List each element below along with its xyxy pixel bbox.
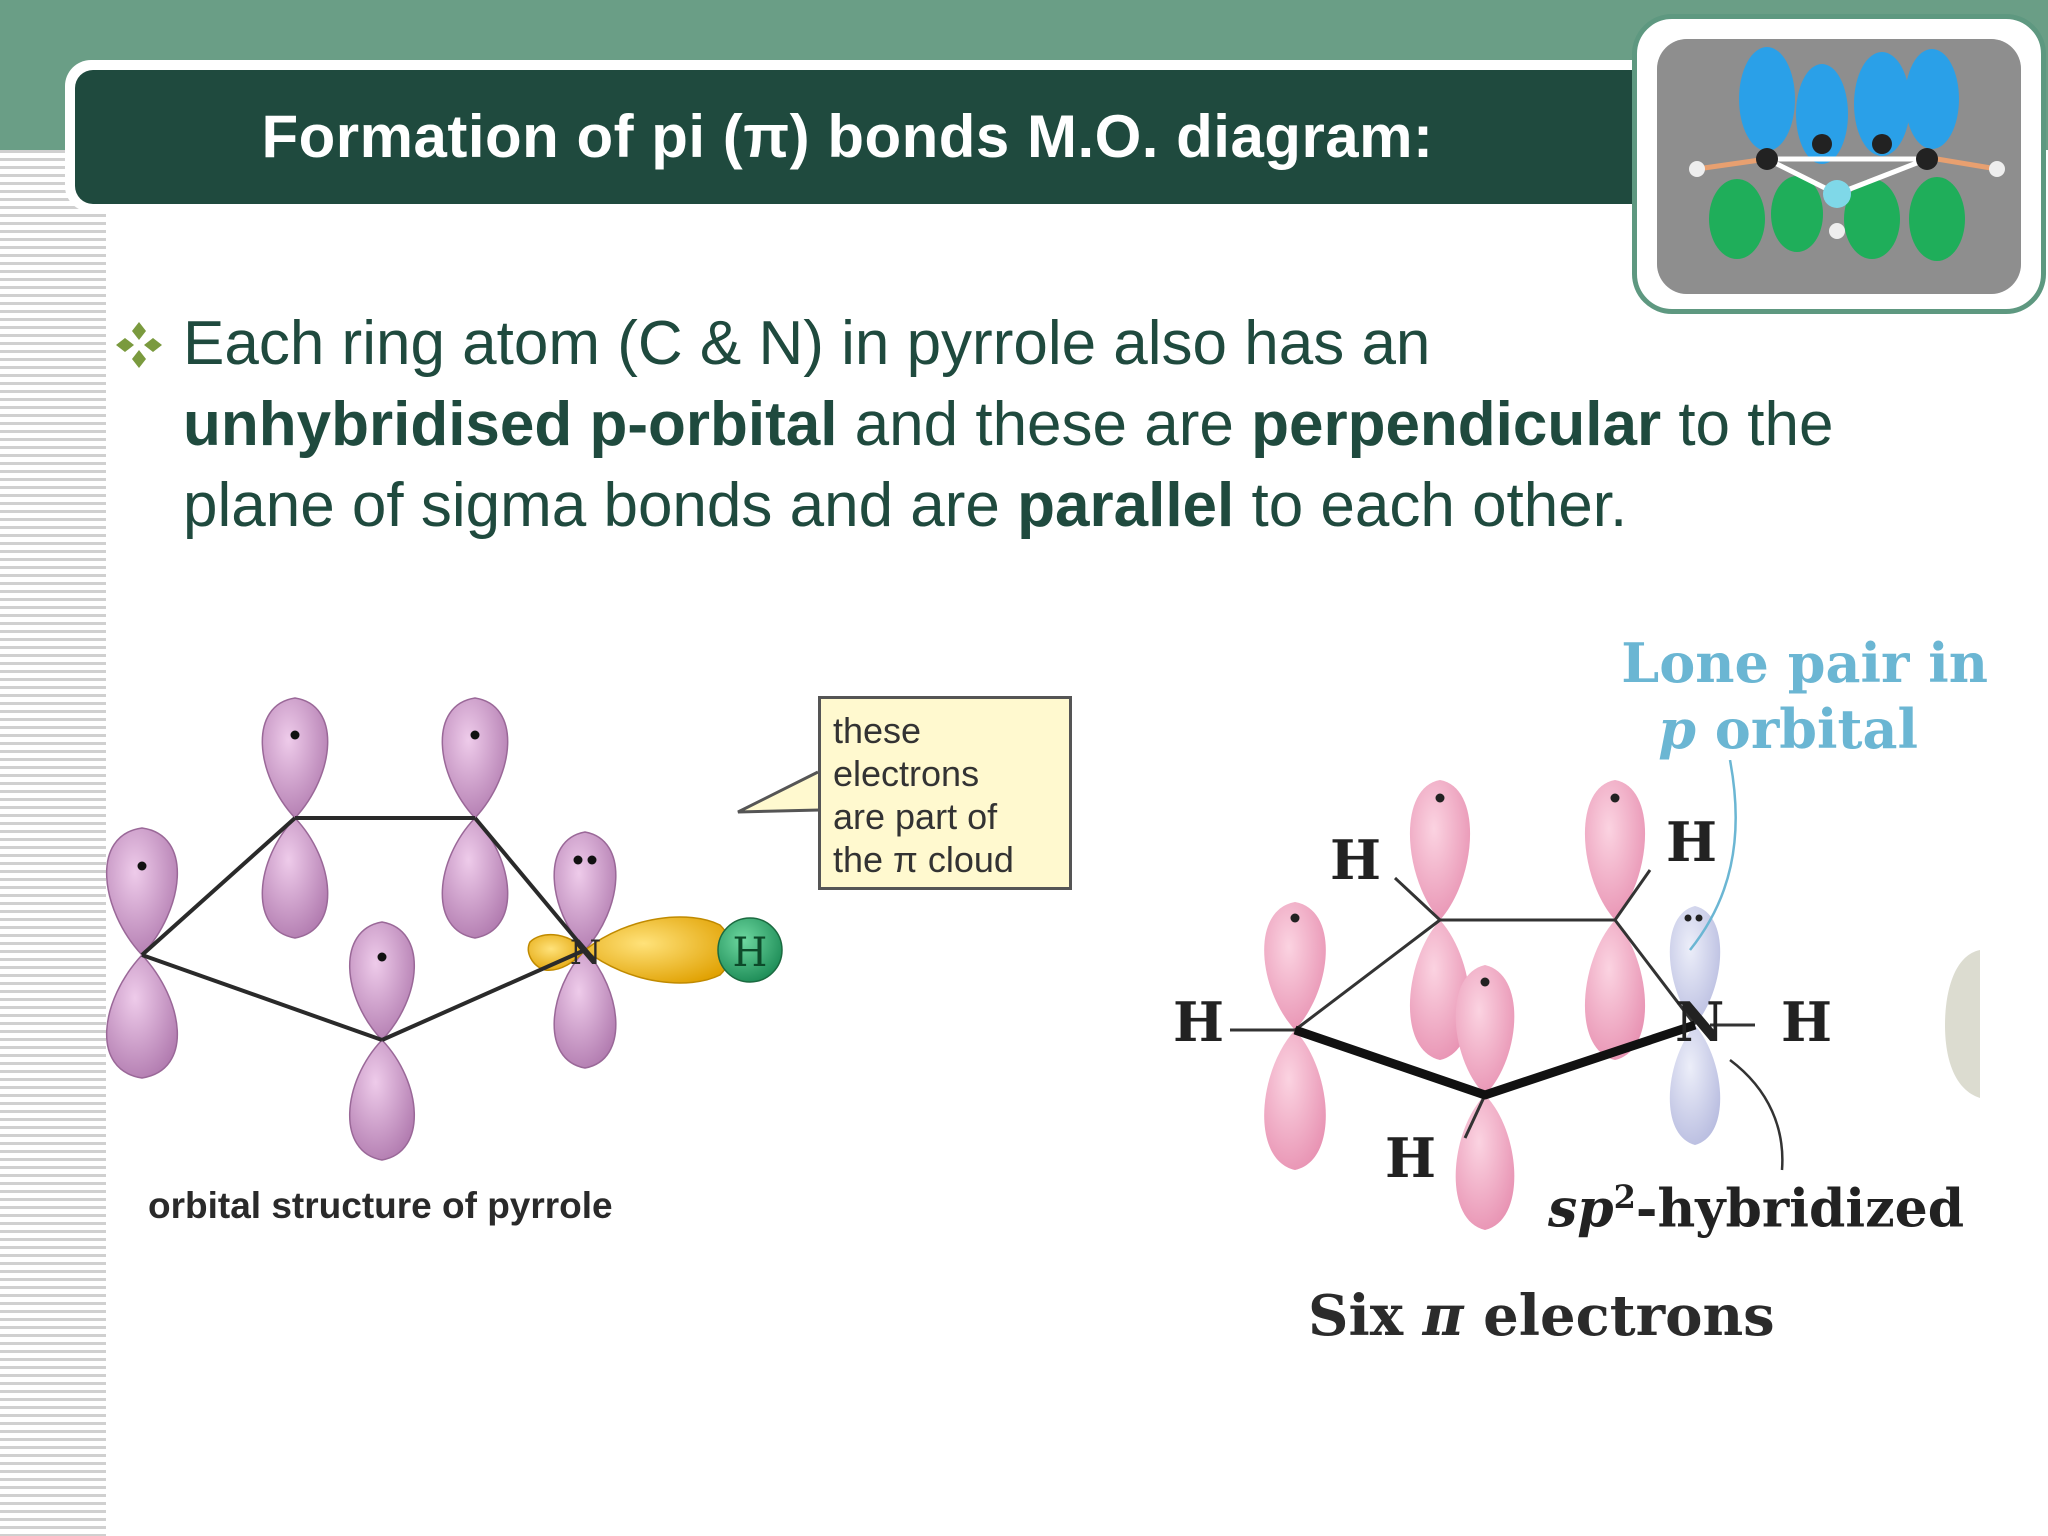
callout-line: electrons — [833, 753, 980, 794]
six-label-pi: π — [1422, 1283, 1464, 1349]
pyrrole-orbital-figure: H N — [106, 697, 821, 1161]
callout-line: these — [833, 710, 922, 751]
six-label-a: Six — [1308, 1283, 1423, 1349]
atom-n: N — [1675, 990, 1725, 1054]
sp2-superscript: 2 — [1613, 1178, 1636, 1216]
atom-h-top-left: H — [1330, 828, 1382, 892]
bold-perpendicular: perpendicular — [1251, 390, 1662, 459]
lone-pair-line-1: Lone pair in — [1621, 631, 1988, 695]
bold-unhybridised: unhybridised p-orbital — [183, 390, 838, 459]
left-stripe-decoration — [0, 150, 106, 1536]
title-bar — [75, 70, 1725, 204]
lone-pair-p: p — [1658, 697, 1696, 761]
bullet-line-1: Each ring atom (C & N) in pyrrole also h… — [183, 309, 1431, 378]
atom-h-top-right: H — [1666, 810, 1718, 874]
content-panel — [106, 150, 2048, 1536]
diamond-bullet-icon — [116, 322, 162, 368]
atom-h-bottom: H — [1385, 1126, 1437, 1190]
callout-line: are part of — [833, 796, 998, 837]
callout-line: the π cloud — [833, 839, 1014, 880]
sp2-rest: -hybridized — [1635, 1178, 1965, 1240]
left-figure-caption: orbital structure of pyrrole — [148, 1185, 613, 1226]
atom-h-left: H — [1173, 990, 1225, 1054]
lone-pair-orbital: orbital — [1696, 697, 1918, 761]
six-pi-electrons-label: Six π electrons — [1308, 1283, 1775, 1349]
molecule-model-photo — [1632, 14, 2046, 314]
lone-pair-label: Lone pair in p orbital — [1608, 630, 1988, 762]
six-label-b: electrons — [1463, 1283, 1775, 1349]
bullet-text-mid1: and these are — [837, 390, 1252, 459]
bullet-text-mid2: to the plane of sigma bonds and are — [183, 390, 1851, 540]
pyrrole-pi-electron-figure — [1230, 760, 1980, 1230]
nh-hydrogen-label: H — [733, 930, 768, 976]
lone-pair-line-2: p orbital — [1608, 696, 1988, 762]
sp2-sp: sp — [1548, 1178, 1614, 1240]
sp2-hybridized-label: sp2-hybridized — [1548, 1178, 1964, 1239]
slide-title: Formation of pi (π) bonds M.O. diagram: — [261, 103, 1434, 170]
svg-text:N: N — [570, 933, 601, 973]
bullet-text-end: to each other. — [1234, 471, 1628, 540]
atom-h-on-n: H — [1781, 990, 1833, 1054]
bold-parallel: parallel — [1017, 471, 1235, 540]
pi-cloud-callout: these electrons are part of the π cloud — [818, 696, 1072, 890]
bullet-text: Each ring atom (C & N) in pyrrole also h… — [183, 303, 1943, 546]
